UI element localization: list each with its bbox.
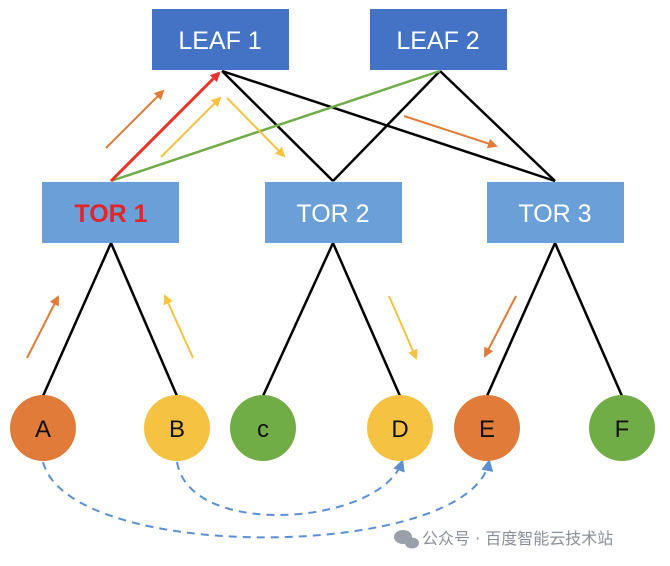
dashed-flow-b-to-d xyxy=(176,459,405,517)
host-f: F xyxy=(589,395,655,461)
host-b: B xyxy=(144,395,210,461)
tor-3-label: TOR 3 xyxy=(518,200,591,228)
link-leaf1-tor1-red xyxy=(109,71,221,183)
host-c-label: c xyxy=(257,416,269,443)
link-tor3-f xyxy=(553,242,624,397)
link-leaf2-tor2 xyxy=(332,70,441,182)
leaf-1-label: LEAF 1 xyxy=(178,27,261,55)
yellow-arrow-tor1-to-leaf1 xyxy=(160,96,222,158)
host-e: E xyxy=(454,395,520,461)
host-f-label: F xyxy=(615,416,630,443)
host-a: A xyxy=(10,395,76,461)
flow-arrows xyxy=(26,89,517,360)
host-d: D xyxy=(367,395,433,461)
link-tor1-b xyxy=(109,242,179,397)
link-tor3-e xyxy=(485,242,557,397)
leaf-2-label: LEAF 2 xyxy=(396,27,479,55)
host-d-label: D xyxy=(391,416,408,443)
host-a-label: A xyxy=(35,416,51,443)
tor-2-label: TOR 2 xyxy=(296,200,369,228)
tor-switch-3: TOR 3 xyxy=(487,182,624,243)
wechat-icon xyxy=(394,530,419,549)
host-c: c xyxy=(230,395,296,461)
tor-switch-1: TOR 1 xyxy=(42,182,179,243)
tor-switch-2: TOR 2 xyxy=(265,182,402,243)
dashed-flow-a-to-e xyxy=(42,459,494,539)
link-tor2-c xyxy=(261,242,335,397)
host-e-label: E xyxy=(479,416,495,443)
dashed-flows xyxy=(42,459,494,539)
orange-arrow-a-to-tor1 xyxy=(26,295,59,359)
watermark-text: 公众号 · 百度智能云技术站 xyxy=(422,529,613,548)
orange-arrow-leaf1-to-tor3 xyxy=(403,115,498,149)
link-leaf2-tor3 xyxy=(439,70,556,182)
watermark: 公众号 · 百度智能云技术站 xyxy=(394,529,613,549)
link-tor2-d xyxy=(331,242,402,397)
orange-arrow-tor3-to-e xyxy=(484,295,517,358)
host-b-label: B xyxy=(169,416,185,443)
link-leaf1-tor3 xyxy=(221,69,556,183)
yellow-arrow-b-to-tor1 xyxy=(163,294,194,359)
leaf-switch-1: LEAF 1 xyxy=(152,9,289,70)
leaf-tor-links xyxy=(109,69,556,183)
orange-arrow-tor1-to-leaf1 xyxy=(105,89,165,149)
tor-host-links xyxy=(41,242,624,397)
yellow-arrow-tor2-to-d xyxy=(388,295,418,360)
link-tor1-a xyxy=(41,242,113,397)
yellow-arrow-leaf1-to-tor2 xyxy=(226,97,286,158)
tor-1-label: TOR 1 xyxy=(74,200,147,228)
leaf-switch-2: LEAF 2 xyxy=(370,9,507,70)
link-leaf2-tor1-green xyxy=(110,69,441,183)
